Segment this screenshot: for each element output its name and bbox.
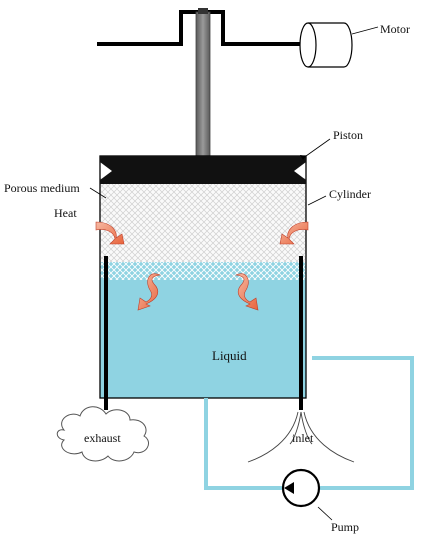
piston-rod: [195, 11, 211, 159]
exhaust-cloud: [56, 406, 149, 462]
exhaust-label: exhaust: [84, 431, 121, 445]
motor: [299, 22, 353, 68]
pump-direction-icon: [284, 482, 294, 494]
piston: [100, 156, 306, 184]
inlet-spray: [247, 411, 355, 463]
porous-medium-label: Porous medium: [4, 181, 80, 195]
heat-arrow-icon: [234, 273, 259, 311]
cylinder-leader: [307, 195, 327, 206]
piston-label: Piston: [333, 128, 363, 142]
pump-leader: [317, 506, 333, 521]
rod-cap: [198, 8, 208, 14]
heat-label: Heat: [54, 206, 77, 220]
porous-wet-band: [100, 262, 306, 280]
liquid-label: Liquid: [212, 348, 247, 363]
motor-leader: [351, 26, 379, 35]
heat-arrow-icon: [137, 273, 162, 311]
heat-arrow-icon: [95, 221, 125, 245]
pump: [281, 468, 321, 508]
heat-arrow-icon: [279, 221, 309, 245]
inlet-label: inlet: [292, 431, 314, 445]
pump-label: Pump: [331, 520, 359, 534]
pump-pipe-loop: [204, 356, 414, 490]
motor-label: Motor: [380, 22, 410, 36]
liquid: [100, 280, 306, 398]
piston-leader: [305, 138, 331, 157]
porous-medium-leader: [89, 187, 107, 199]
cylinder-label: Cylinder: [329, 187, 371, 201]
